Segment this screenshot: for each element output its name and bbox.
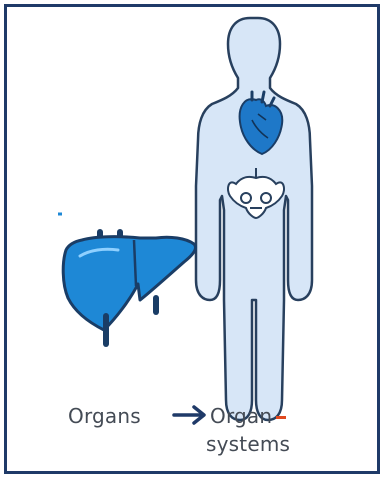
caption-organs: Organs xyxy=(68,404,141,428)
right-arrow-icon xyxy=(170,402,210,428)
caption-organ: Organ xyxy=(210,404,272,428)
caption-systems: systems xyxy=(206,432,290,456)
human-body-icon xyxy=(196,18,312,420)
liver-icon xyxy=(58,214,196,344)
dash-mark xyxy=(276,416,286,419)
